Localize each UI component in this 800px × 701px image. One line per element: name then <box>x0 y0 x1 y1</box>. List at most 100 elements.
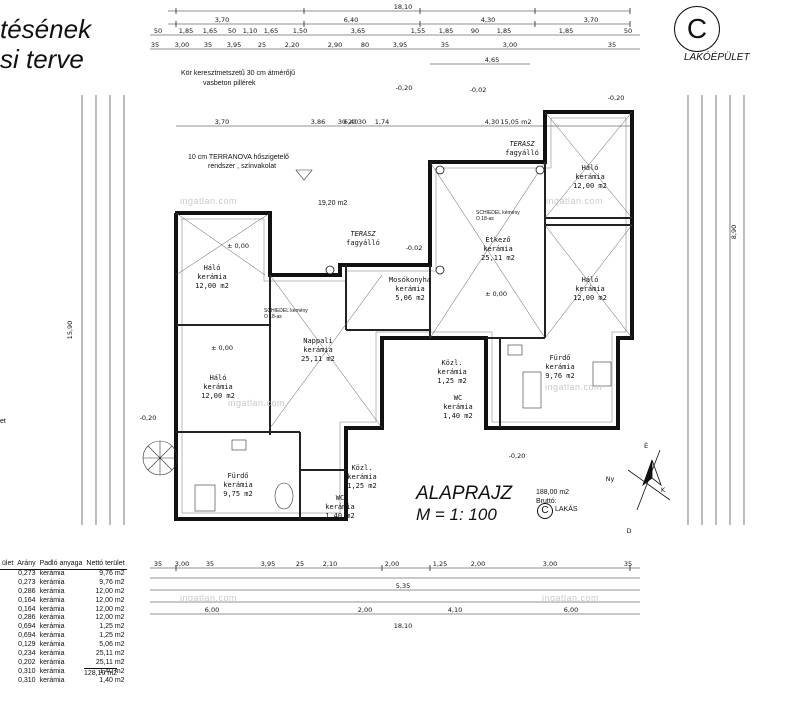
table-cell <box>0 677 15 686</box>
watermark: ingatlan.com <box>545 382 603 392</box>
table-total: 128,10 m2 <box>84 668 118 677</box>
col-header: Arány <box>15 560 38 570</box>
table-cell: 9,76 m2 <box>99 569 125 577</box>
wall-hatching <box>181 117 627 514</box>
dimension-label: 18,10 <box>394 622 413 630</box>
room-label: kerámia <box>437 368 467 376</box>
dimension-label: 3,00 <box>543 560 557 568</box>
dimension-label: 1,25 <box>433 560 447 568</box>
room-label: 25,11 m2 <box>481 254 515 262</box>
table-cell: 0,273 <box>18 569 36 577</box>
side-text: et <box>0 418 6 425</box>
dimension-label: ± 0,00 <box>211 344 233 352</box>
table-cell: kerámia <box>39 614 65 622</box>
dimension-label: 2,00 <box>471 560 485 568</box>
table-cell <box>0 614 15 623</box>
dimension-label: 1,85 <box>439 27 453 35</box>
table-cell: 25,11 m2 <box>95 650 125 658</box>
dimension-label: 4,30 <box>485 118 499 126</box>
room-label: Fürdő <box>227 471 248 480</box>
room-label: 12,00 m2 <box>201 392 235 400</box>
dimension-label: D <box>626 527 631 535</box>
room-label: WC <box>336 494 344 502</box>
brutto-block: 188,00 m2 Bruttó: <box>536 488 569 506</box>
room-label: Mosókonyha <box>389 276 431 284</box>
room-label: kerámia <box>325 503 355 511</box>
room-label: Nappali <box>303 337 333 345</box>
interior-walls <box>176 162 632 519</box>
dimension-label: 50 <box>624 27 632 35</box>
insulation-note-2: rendszer , színvakolat <box>208 163 277 170</box>
dimension-label: 18,10 <box>394 3 413 11</box>
unit-badge: C <box>537 503 553 519</box>
table-cell: kerámia <box>39 578 65 586</box>
room-label: Háló <box>210 374 227 382</box>
title-line-1: tésének <box>0 14 92 44</box>
dimension-label: 3,70 <box>215 16 229 24</box>
compass <box>627 449 671 511</box>
room-label: Fürdő <box>549 353 570 362</box>
dimension-label: 90 <box>471 27 479 35</box>
table-cell: 12,00 m2 <box>95 596 125 604</box>
table-cell: 0,273 <box>18 578 36 586</box>
dimension-label: 6,00 <box>205 606 219 614</box>
dimension-label: -0,02 <box>406 244 423 252</box>
table-cell: 0,164 <box>18 605 36 613</box>
room-label: 9,76 m2 <box>545 372 575 380</box>
room-label: Közl. <box>351 464 372 472</box>
dimension-label: 1,65 <box>203 27 217 35</box>
dimension-label: ± 0,00 <box>227 242 249 250</box>
table-cell: 1,25 m2 <box>99 623 125 631</box>
dimension-label: Ny <box>606 475 615 483</box>
room-label: kerámia <box>303 346 333 354</box>
dimension-label: 50 <box>154 27 162 35</box>
dimension-label: 80 <box>361 41 369 49</box>
dimension-label: -0,20 <box>140 414 157 422</box>
col-header: Padló anyaga <box>37 560 85 570</box>
table-cell <box>0 650 15 659</box>
table-cell <box>0 579 15 588</box>
table-cell: 0,694 <box>18 632 36 640</box>
dimension-label: 6,00 <box>564 606 578 614</box>
col-header: ület <box>0 560 16 570</box>
table-cell: 12,00 m2 <box>95 614 125 622</box>
room-label: Háló <box>582 276 599 284</box>
exterior-walls <box>174 110 634 521</box>
table-cell: kerámia <box>39 676 65 684</box>
dimension-label: 35 <box>206 560 214 568</box>
dimension-label: 15,90 <box>66 321 74 340</box>
table-cell: kerámia <box>39 632 65 640</box>
table-cell: kerámia <box>39 623 65 631</box>
room-label: 12,00 m2 <box>195 282 229 290</box>
table-cell: kerámia <box>39 641 65 649</box>
room-label: 1,25 m2 <box>347 482 377 490</box>
dimension-label: 8,90 <box>730 225 738 239</box>
dimension-label: 15,05 m2 <box>500 118 531 126</box>
dimension-label: 3,00 <box>175 41 189 49</box>
table-cell: 25,11 m2 <box>95 658 125 666</box>
room-label: kerámia <box>203 383 233 391</box>
dimension-label: 3,70 <box>215 118 229 126</box>
table-cell: 0,286 <box>18 587 36 595</box>
tree-symbol <box>142 440 178 476</box>
room-label: 12,00 m2 <box>573 294 607 302</box>
table-cell: 0,234 <box>18 650 36 658</box>
dimension-label: 2,00 <box>385 560 399 568</box>
dimension-label: 1,55 <box>411 27 425 35</box>
room-label: kerámia <box>575 173 605 181</box>
dimension-label: 35 <box>154 560 162 568</box>
table-cell <box>0 659 15 668</box>
table-cell: kerámia <box>39 569 65 577</box>
dimension-label: -0,20 <box>509 452 526 460</box>
unit-label: LAKÁS <box>555 506 578 513</box>
roof-lines <box>175 111 633 429</box>
dimension-label: 6,40 <box>344 16 358 24</box>
room-label: 25,11 m2 <box>301 355 335 363</box>
table-cell: 1,40 m2 <box>99 676 125 684</box>
